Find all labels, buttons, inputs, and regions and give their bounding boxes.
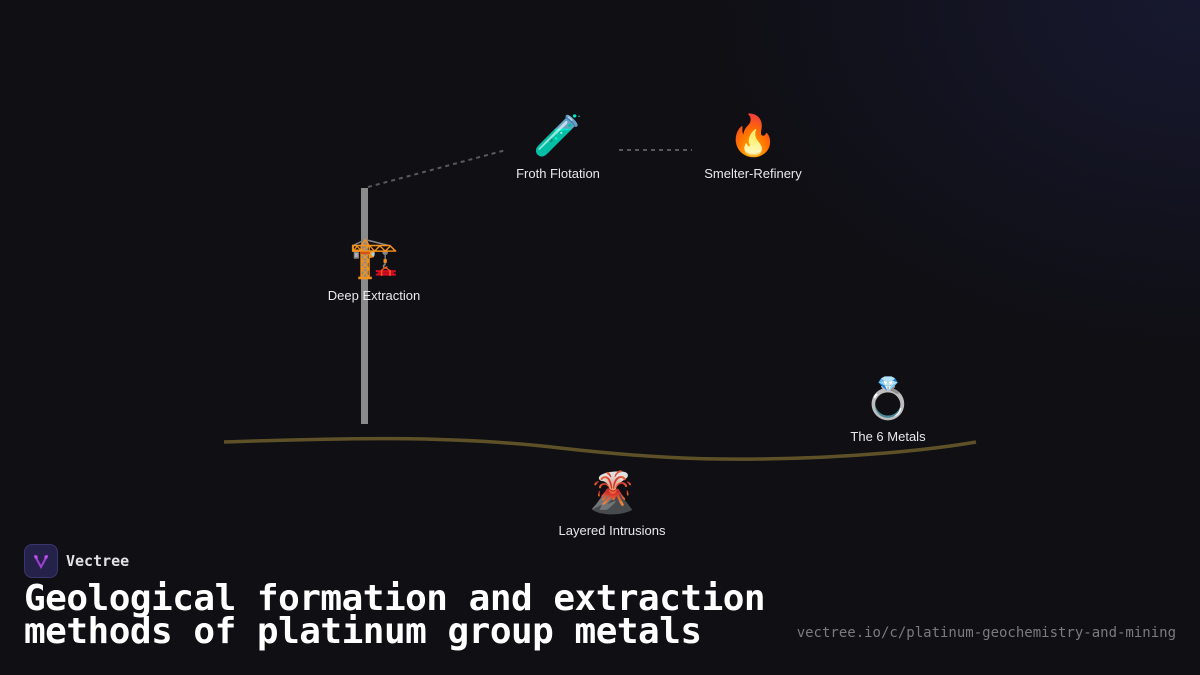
fire-icon: 🔥	[728, 114, 778, 158]
node-deep-extraction[interactable]: 🏗️ Deep Extraction	[328, 234, 421, 303]
brand-name: Vectree	[66, 552, 130, 570]
mine-shaft	[361, 188, 368, 424]
test-tube-icon: 🧪	[533, 114, 583, 158]
node-smelter-refinery[interactable]: 🔥 Smelter-Refinery	[704, 112, 802, 181]
crane-icon: 🏗️	[349, 236, 399, 280]
brand[interactable]: Vectree	[24, 544, 129, 578]
title-line-2: methods of platinum group metals	[24, 611, 702, 652]
strata-line	[223, 436, 977, 461]
title-line-1: Geological formation and extraction	[24, 578, 766, 619]
vectree-logo-icon	[24, 544, 58, 578]
node-froth-flotation[interactable]: 🧪 Froth Flotation	[516, 112, 600, 181]
node-the-6-metals[interactable]: 💍 The 6 Metals	[850, 375, 925, 444]
node-label: Smelter-Refinery	[704, 166, 802, 181]
source-url[interactable]: vectree.io/c/platinum-geochemistry-and-m…	[796, 625, 1176, 641]
page-title: Geological formation and extraction meth…	[24, 581, 766, 650]
connector-shaft-to-flotation	[367, 149, 507, 188]
node-label: The 6 Metals	[850, 429, 926, 444]
volcano-icon: 🌋	[587, 471, 637, 515]
node-label: Layered Intrusions	[558, 523, 666, 538]
node-label: Froth Flotation	[516, 166, 600, 181]
ring-icon: 💍	[863, 377, 913, 421]
node-label: Deep Extraction	[327, 288, 421, 303]
node-layered-intrusions[interactable]: 🌋 Layered Intrusions	[559, 469, 666, 538]
